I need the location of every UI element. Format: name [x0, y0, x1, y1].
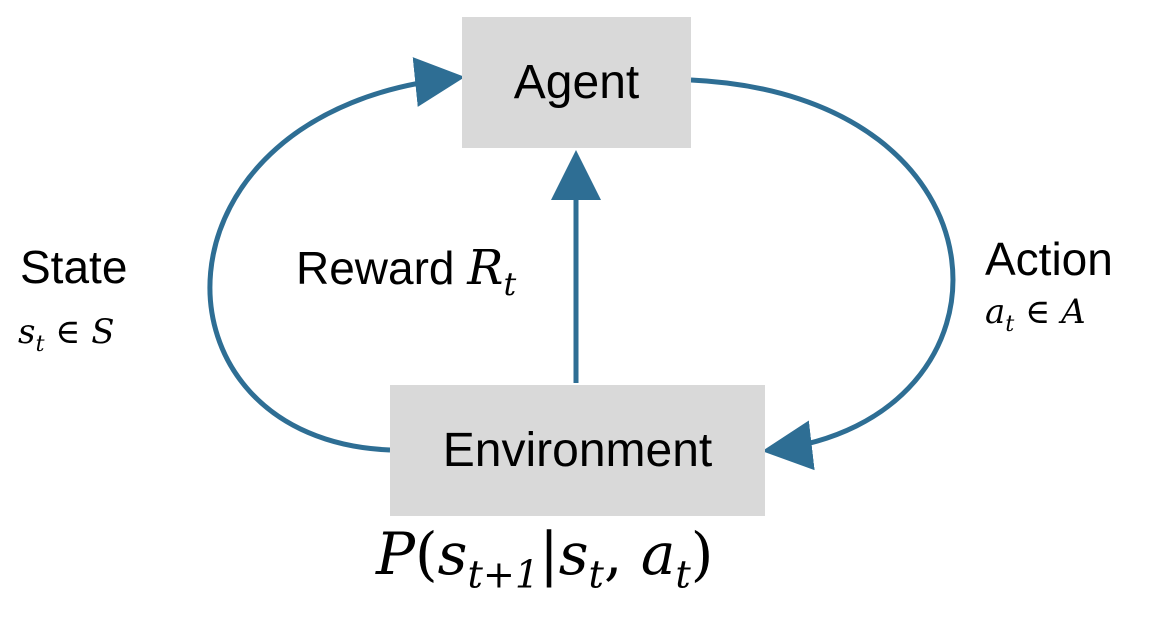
reward-subscript: t	[503, 267, 517, 304]
action-subscript: t	[1005, 310, 1015, 337]
state-set: ∈ S	[44, 312, 115, 352]
action-set: ∈ A	[1014, 292, 1086, 332]
action-symbol: a	[985, 292, 1006, 332]
reward-label: Reward	[296, 242, 455, 294]
transition-comma: ,	[603, 520, 641, 588]
transition-s1: s	[437, 520, 468, 588]
state-subscript: t	[35, 330, 45, 357]
action-arrow	[690, 77, 956, 471]
transition-s2: s	[558, 520, 589, 588]
state-label: State	[20, 241, 128, 293]
reward-label-group: Reward Rt	[296, 240, 516, 303]
environment-node: Environment	[390, 385, 765, 516]
agent-label: Agent	[513, 56, 640, 109]
action-math: at ∈ A	[985, 292, 1086, 337]
transition-s1-sub: t+1	[467, 552, 540, 598]
agent-node: Agent	[462, 17, 691, 148]
transition-bar: |	[539, 520, 559, 588]
state-symbol: s	[18, 312, 36, 352]
transition-p: P	[376, 520, 416, 588]
transition-open: (	[415, 520, 438, 588]
action-label: Action	[985, 233, 1113, 285]
state-math: st ∈ S	[18, 312, 115, 357]
transition-close: )	[690, 520, 714, 588]
state-arrow	[207, 57, 465, 453]
environment-label: Environment	[442, 424, 713, 477]
transition-s2-sub: t	[588, 552, 604, 598]
reward-math: Rt	[467, 240, 516, 303]
reward-symbol: R	[467, 240, 504, 296]
transition-a-sub: t	[675, 552, 691, 598]
transition-a: a	[640, 520, 676, 588]
transition-probability: P(st+1|st, at)	[376, 520, 713, 597]
